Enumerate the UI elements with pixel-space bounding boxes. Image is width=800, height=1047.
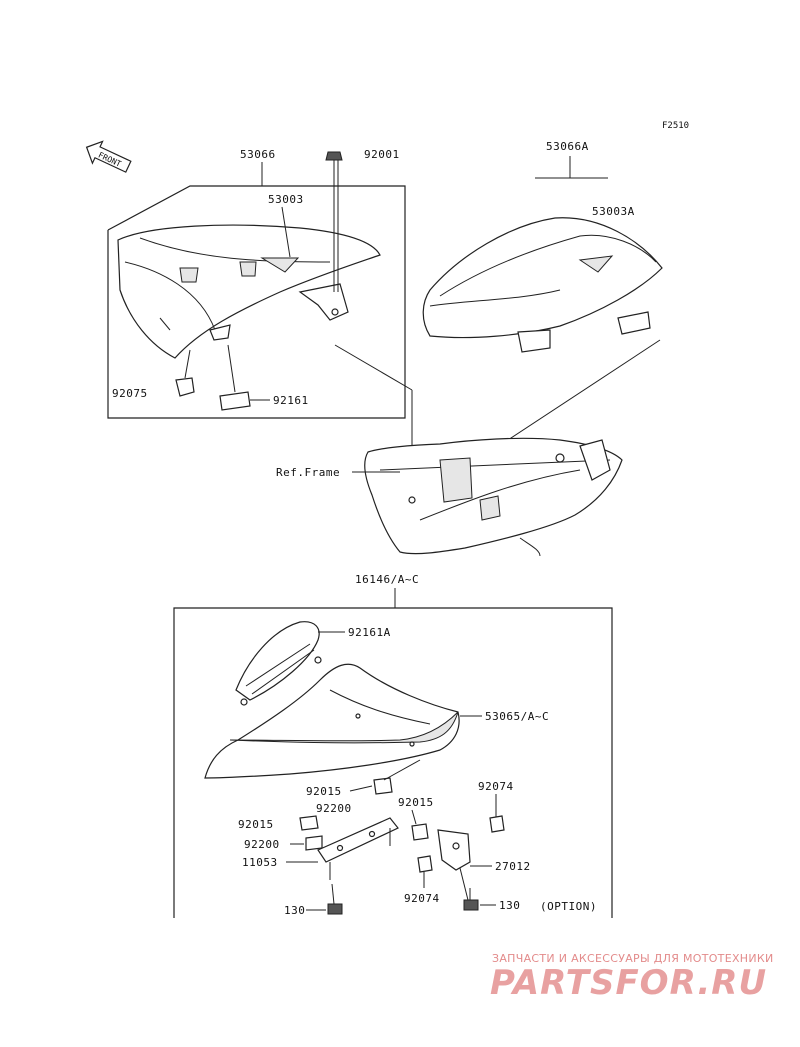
label-92161a: 92161A <box>348 626 391 639</box>
nut-92074-bottom-part <box>417 855 433 873</box>
label-92015-b: 92015 <box>398 796 434 809</box>
clip-92161a-part <box>235 621 322 706</box>
cowl-kit-bracket <box>173 607 613 918</box>
label-ref-frame: Ref.Frame <box>276 466 340 479</box>
leader-92015-a <box>349 785 373 792</box>
nut-92074-top-part <box>489 815 505 833</box>
label-92075: 92075 <box>112 387 148 400</box>
label-92161: 92161 <box>273 394 309 407</box>
bolt-130-left-part <box>327 883 343 915</box>
damper-92200-b-part <box>305 835 323 851</box>
label-11053: 11053 <box>242 856 278 869</box>
option-note: (OPTION) <box>540 900 597 913</box>
label-53065: 53065/A~C <box>485 710 549 723</box>
leader-seat-to-frame <box>334 344 413 391</box>
bolt-92001-part <box>325 151 343 292</box>
leader-92015-b <box>411 809 417 825</box>
leader-92075-up <box>184 349 191 379</box>
bolt-130-right-part <box>463 888 479 911</box>
label-16146: 16146/A~C <box>355 573 419 586</box>
leader-92161-up <box>227 344 236 393</box>
label-53066a: 53066A <box>546 140 589 153</box>
nut-92015-c-part <box>299 815 319 831</box>
leader-92015-a-up <box>383 759 421 781</box>
label-27012: 27012 <box>495 860 531 873</box>
clip-92161-part <box>219 391 251 411</box>
bracket-11053-part <box>317 817 399 880</box>
label-92015-c: 92015 <box>238 818 274 831</box>
label-92015-a: 92015 <box>306 785 342 798</box>
watermark-logo: PARTSFOR.RU <box>490 963 767 1003</box>
label-53003a: 53003A <box>592 205 635 218</box>
seat-53003-part <box>117 224 381 359</box>
nut-92015-a-part <box>373 777 393 795</box>
label-130-right: 130 <box>499 899 520 912</box>
leader-53003 <box>281 206 291 258</box>
cowl-53065-part <box>204 663 460 779</box>
label-92001: 92001 <box>364 148 400 161</box>
label-92074-top: 92074 <box>478 780 514 793</box>
seat-assy-bracket <box>107 185 406 419</box>
label-92200-b: 92200 <box>244 838 280 851</box>
bracket-27012-part <box>437 829 471 901</box>
nut-92015-b-part <box>411 823 429 841</box>
leader-seat-a-to-frame <box>507 339 661 441</box>
label-92200-a: 92200 <box>316 802 352 815</box>
frame-part <box>364 437 623 557</box>
label-53066: 53066 <box>240 148 276 161</box>
diagram-code: F2510 <box>662 121 689 131</box>
label-130-left: 130 <box>284 904 305 917</box>
damper-92075-part <box>175 377 195 397</box>
label-92074-bottom: 92074 <box>404 892 440 905</box>
seat-53003a-part <box>422 217 663 353</box>
label-53003: 53003 <box>268 193 304 206</box>
watermark-tagline: ЗАПЧАСТИ И АКСЕССУАРЫ ДЛЯ МОТОТЕХНИКИ <box>492 952 774 965</box>
front-arrow-icon: FRONT <box>85 140 132 173</box>
